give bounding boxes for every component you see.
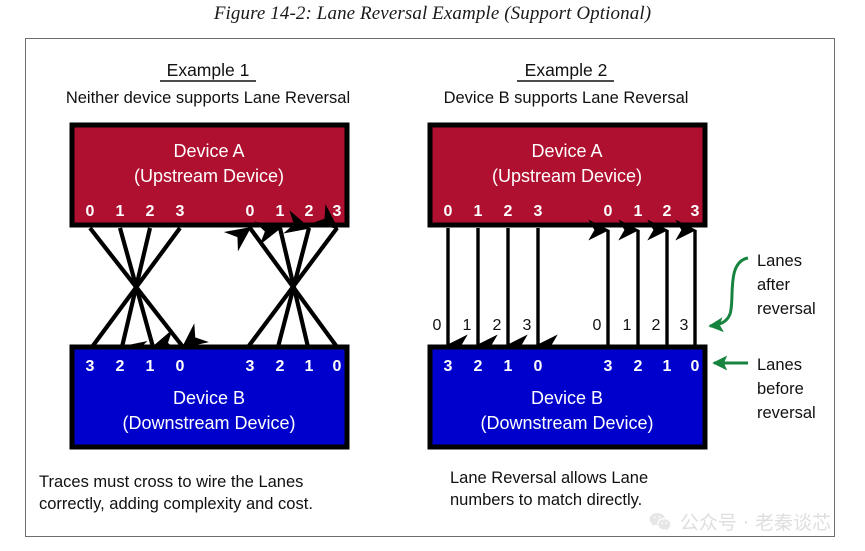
example1-device-b-lane-l0: 3 [86, 358, 95, 375]
example2-mid-lane-l1: 1 [463, 317, 472, 334]
example1-device-b-lane-l1: 2 [116, 358, 125, 375]
lanes-after-reversal-arrow-icon [708, 256, 749, 333]
example1-device-a-line1: Device A [173, 141, 244, 161]
example2-device-a-lane-l1: 1 [474, 203, 483, 220]
example2-device-a-lane-l0: 0 [444, 203, 453, 220]
example1-device-b-line2: (Downstream Device) [122, 413, 295, 433]
example1-heading: Example 1 [167, 60, 250, 80]
example1-device-a-lane-r2: 2 [305, 203, 314, 220]
example2-straight-wires-right [588, 219, 697, 347]
example2-mid-lane-l0: 0 [433, 317, 442, 334]
example2-device-a-lane-l3: 3 [534, 203, 543, 220]
figure-title: Figure 14-2: Lane Reversal Example (Supp… [213, 3, 652, 24]
example2-mid-lane-l2: 2 [493, 317, 502, 334]
example2-caption-line1: Lane Reversal allows Lane [450, 469, 648, 487]
example1-device-b-box [69, 344, 350, 450]
example1-device-b-lane-r3: 0 [333, 358, 342, 375]
example1-device-a-lane-r3: 3 [333, 203, 342, 220]
example2-device-b-lane-l1: 2 [474, 358, 483, 375]
lanes-after-reversal-line2: after [757, 276, 791, 294]
example2-straight-wires-left [446, 228, 558, 356]
example2-device-b-lane-r0: 3 [604, 358, 613, 375]
example2-caption-line2: numbers to match directly. [450, 491, 642, 509]
example2-device-a-lane-r2: 2 [663, 203, 672, 220]
example1-device-b-lane-r0: 3 [246, 358, 255, 375]
example1-subheading: Neither device supports Lane Reversal [66, 89, 350, 107]
example1-caption-line1: Traces must cross to wire the Lanes [39, 473, 303, 491]
lanes-before-reversal-line3: reversal [757, 404, 816, 422]
example2-device-a-lane-l2: 2 [504, 203, 513, 220]
example1-device-b-line1: Device B [173, 388, 245, 408]
example1-caption-line2: correctly, adding complexity and cost. [39, 495, 313, 513]
example1-device-b-lane-r2: 1 [305, 358, 314, 375]
example2-device-a-line2: (Upstream Device) [492, 166, 642, 186]
example2-device-b-box [427, 344, 708, 450]
example2-device-a-lane-r3: 3 [691, 203, 700, 220]
example2-device-a-lane-r0: 0 [604, 203, 613, 220]
example1-device-a-lane-r1: 1 [276, 203, 285, 220]
example1-crossing-wires-right [223, 204, 339, 349]
example1-device-a-line2: (Upstream Device) [134, 166, 284, 186]
example2-mid-lane-r1: 1 [623, 317, 632, 334]
example2-subheading: Device B supports Lane Reversal [444, 89, 689, 107]
example1-device-a-lane-l0: 0 [86, 203, 95, 220]
example2-device-a-box [427, 122, 708, 228]
lanes-after-reversal-line3: reversal [757, 300, 816, 318]
example2-device-a-lane-r1: 1 [634, 203, 643, 220]
example1-device-a-box [69, 122, 350, 228]
example2-mid-lane-r3: 3 [680, 317, 689, 334]
example1-device-b-lane-l2: 1 [146, 358, 155, 375]
example2-device-b-line1: Device B [531, 388, 603, 408]
lanes-after-reversal-line1: Lanes [757, 252, 802, 270]
example2-mid-lane-r0: 0 [593, 317, 602, 334]
example1-device-a-lane-l2: 2 [146, 203, 155, 220]
example1-device-b-lane-l3: 0 [176, 358, 185, 375]
example2-device-b-lane-l3: 0 [534, 358, 543, 375]
lanes-before-reversal-line1: Lanes [757, 356, 802, 374]
example2-device-b-lane-r3: 0 [691, 358, 700, 375]
figure-frame [25, 38, 835, 537]
example2-device-a-line1: Device A [531, 141, 602, 161]
example1-device-a-lane-l3: 3 [176, 203, 185, 220]
example2-mid-lane-r2: 2 [652, 317, 661, 334]
example2-device-b-lane-r2: 1 [663, 358, 672, 375]
example2-device-b-lane-l2: 1 [504, 358, 513, 375]
example1-device-a-lane-l1: 1 [116, 203, 125, 220]
example2-device-b-line2: (Downstream Device) [480, 413, 653, 433]
example1-device-a-lane-r0: 0 [246, 203, 255, 220]
example2-device-b-lane-l0: 3 [444, 358, 453, 375]
example2-heading: Example 2 [525, 60, 608, 80]
example2-mid-lane-l3: 3 [523, 317, 532, 334]
lanes-before-reversal-line2: before [757, 380, 804, 398]
example1-device-b-lane-r1: 2 [276, 358, 285, 375]
example2-device-b-lane-r1: 2 [634, 358, 643, 375]
example1-crossing-wires-left [88, 226, 210, 371]
